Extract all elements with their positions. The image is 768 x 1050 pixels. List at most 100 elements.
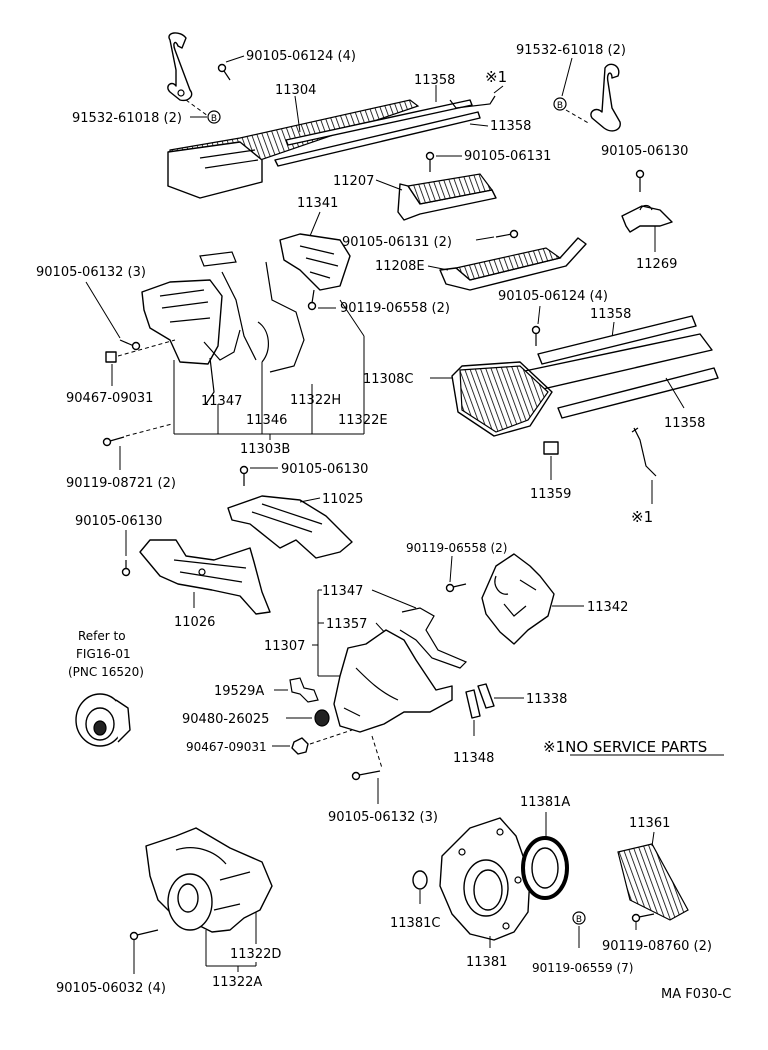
label-11269: 11269 xyxy=(636,257,677,272)
nut-icon xyxy=(291,737,309,755)
seal-strip-a xyxy=(274,111,481,167)
label-90467-09031-a: 90467-09031 xyxy=(66,391,153,406)
bolt-icon xyxy=(425,151,435,172)
case-11357 xyxy=(333,629,453,733)
refer-line-3: (PNC 16520) xyxy=(68,665,144,679)
seal-11348 xyxy=(465,689,481,719)
callout-b-c: B xyxy=(576,915,582,925)
mark-1-a: ※1 xyxy=(485,68,507,86)
refer-line-2: FIG16-01 xyxy=(76,647,131,661)
cover-11308c xyxy=(451,361,553,437)
label-90105-06131-b: 90105-06131 (2) xyxy=(342,235,452,250)
label-11347-a: 11347 xyxy=(201,394,242,409)
label-90119-08721: 90119-08721 (2) xyxy=(66,476,176,491)
plate-11381 xyxy=(439,817,531,941)
label-11357: 11357 xyxy=(326,617,367,632)
seal-strip-b xyxy=(285,99,473,146)
label-11358-b: 11358 xyxy=(490,119,531,134)
label-90105-06130-b: 90105-06130 xyxy=(281,462,368,477)
engine-cover-11304 xyxy=(167,99,420,199)
label-90119-06559: 90119-06559 (7) xyxy=(532,961,634,975)
bracket-19529a xyxy=(289,677,319,703)
label-11358-a: 11358 xyxy=(414,73,455,88)
callout-b-a: B xyxy=(211,114,217,124)
label-11025: 11025 xyxy=(322,492,363,507)
wire-11347-b xyxy=(399,607,468,669)
label-90105-06131-a: 90105-06131 xyxy=(464,149,551,164)
label-11361: 11361 xyxy=(629,816,670,831)
clip-11359 xyxy=(543,441,559,455)
label-11338: 11338 xyxy=(526,692,567,707)
label-11359: 11359 xyxy=(530,487,571,502)
pulley-icon xyxy=(75,693,131,747)
label-11341: 11341 xyxy=(297,196,338,211)
note-no-service-parts: ※1NO SERVICE PARTS xyxy=(543,738,707,756)
clip-no-service-a xyxy=(449,95,496,109)
seal-11338 xyxy=(477,683,495,709)
seal-strip-d xyxy=(557,367,719,419)
figure-code: MA F030-C xyxy=(661,987,731,1002)
wire-11322e xyxy=(257,321,269,363)
label-11307: 11307 xyxy=(264,639,305,654)
label-90105-06124-b: 90105-06124 (4) xyxy=(498,289,608,304)
clip-no-service-b xyxy=(633,427,657,477)
strap-a xyxy=(205,357,215,405)
seal-strip-c xyxy=(537,315,697,365)
bolt-icon xyxy=(121,560,131,577)
bolt-icon xyxy=(351,770,381,781)
label-90119-06558-a: 90119-06558 (2) xyxy=(340,301,450,316)
nut-icon xyxy=(105,351,117,363)
bolt-icon xyxy=(239,465,249,486)
label-90119-08760: 90119-08760 (2) xyxy=(602,939,712,954)
label-91532-61018-b: 91532-61018 (2) xyxy=(516,43,626,58)
bracket-11026 xyxy=(139,539,271,615)
label-11207: 11207 xyxy=(333,174,374,189)
bolt-icon xyxy=(531,325,541,346)
label-91532-61018-a: 91532-61018 (2) xyxy=(72,111,182,126)
bolt-icon xyxy=(445,583,467,593)
bolt-icon xyxy=(217,63,231,81)
label-90467-09031-b: 90467-09031 xyxy=(186,740,267,754)
cover-11322a xyxy=(145,827,273,933)
wire-11347-a xyxy=(203,329,241,361)
plate-small xyxy=(199,251,237,267)
bracket-11341 xyxy=(279,233,351,291)
label-11322a: 11322A xyxy=(212,975,262,990)
label-19529a: 19529A xyxy=(214,684,264,699)
label-11358-c: 11358 xyxy=(590,307,631,322)
label-11322d: 11322D xyxy=(230,947,281,962)
bracket-11269 xyxy=(621,204,673,233)
label-90105-06130-c: 90105-06130 xyxy=(75,514,162,529)
label-11381: 11381 xyxy=(466,955,507,970)
label-90480-26025: 90480-26025 xyxy=(182,712,269,727)
label-11208e: 11208E xyxy=(375,259,425,274)
label-90119-06558-b: 90119-06558 (2) xyxy=(406,541,508,555)
callout-b-b: B xyxy=(557,101,563,111)
bolt-icon xyxy=(631,913,655,923)
bolt-icon xyxy=(635,169,645,192)
panel-11208e xyxy=(439,237,587,291)
bolt-icon xyxy=(129,929,159,941)
label-11348: 11348 xyxy=(453,751,494,766)
cover-11361 xyxy=(617,843,689,921)
label-11026: 11026 xyxy=(174,615,215,630)
wire-11346 xyxy=(221,271,257,361)
bracket-hook-right xyxy=(590,63,621,132)
bolt-icon xyxy=(102,436,125,447)
clip-no-service-b-tip xyxy=(631,427,639,433)
label-11322h: 11322H xyxy=(290,393,341,408)
cover-11025 xyxy=(227,495,353,559)
grommet-icon xyxy=(314,709,330,727)
bolt-icon xyxy=(307,289,317,311)
label-11347-b: 11347 xyxy=(322,584,363,599)
label-11322e: 11322E xyxy=(338,413,388,428)
label-90105-06132-b: 90105-06132 (3) xyxy=(328,810,438,825)
o-ring-11381c xyxy=(412,870,428,890)
label-90105-06124-a: 90105-06124 (4) xyxy=(246,49,356,64)
label-11346: 11346 xyxy=(246,413,287,428)
label-11304: 11304 xyxy=(275,83,316,98)
label-90105-06032: 90105-06032 (4) xyxy=(56,981,166,996)
label-90105-06130-a: 90105-06130 xyxy=(601,144,688,159)
wire-11322h xyxy=(265,261,305,373)
